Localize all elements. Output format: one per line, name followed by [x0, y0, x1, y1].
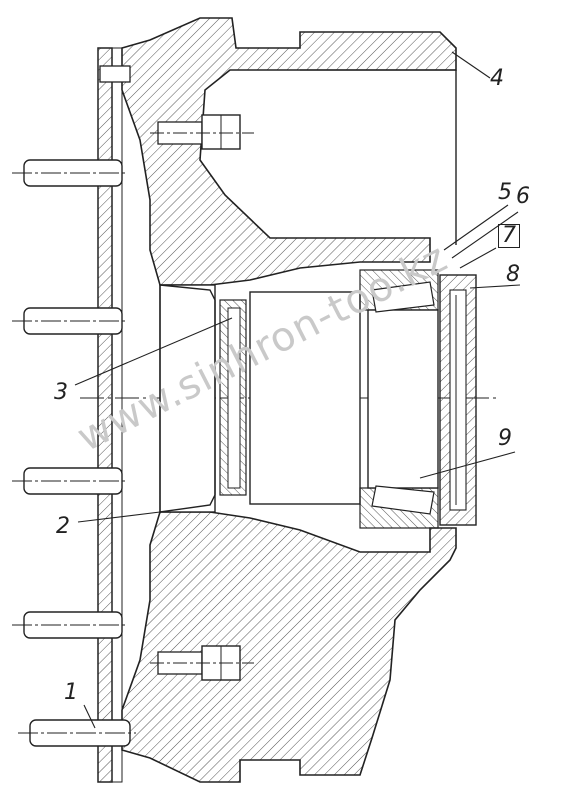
inner-bearing	[159, 284, 247, 513]
leader-1	[83, 704, 96, 729]
leader-3	[74, 317, 233, 386]
callout-1: 1	[64, 680, 78, 705]
leader-2	[77, 511, 161, 523]
callout-2: 2	[56, 514, 70, 539]
drum-bolt-lower	[150, 645, 254, 681]
seal-stack	[439, 274, 477, 526]
leader-6	[451, 211, 519, 259]
wheel-stud	[18, 719, 136, 747]
callout-7: 7	[498, 224, 520, 248]
outer-bearing	[359, 269, 439, 529]
leader-7	[459, 247, 497, 269]
leader-4	[451, 51, 491, 79]
flange-plate	[97, 47, 123, 783]
wheel-stud	[12, 611, 128, 639]
callout-8: 8	[506, 262, 520, 287]
callout-5: 5	[498, 180, 512, 205]
drum-bolt-upper	[150, 114, 254, 150]
hub-bore	[159, 284, 361, 513]
hub-upper-body	[121, 17, 457, 286]
wheel-stud	[12, 467, 128, 495]
wheel-studs	[12, 159, 136, 747]
hub-lower-body	[121, 511, 457, 783]
leader-9	[419, 451, 516, 479]
wheel-stud	[12, 159, 128, 187]
callout-4: 4	[490, 66, 504, 91]
callout-3: 3	[54, 380, 68, 405]
leader-lines	[74, 51, 521, 729]
leader-8	[469, 284, 521, 289]
callout-9: 9	[498, 426, 512, 451]
wheel-stud	[12, 307, 128, 335]
leader-5	[443, 204, 509, 251]
callout-6: 6	[516, 184, 530, 209]
top-pin	[99, 65, 131, 83]
